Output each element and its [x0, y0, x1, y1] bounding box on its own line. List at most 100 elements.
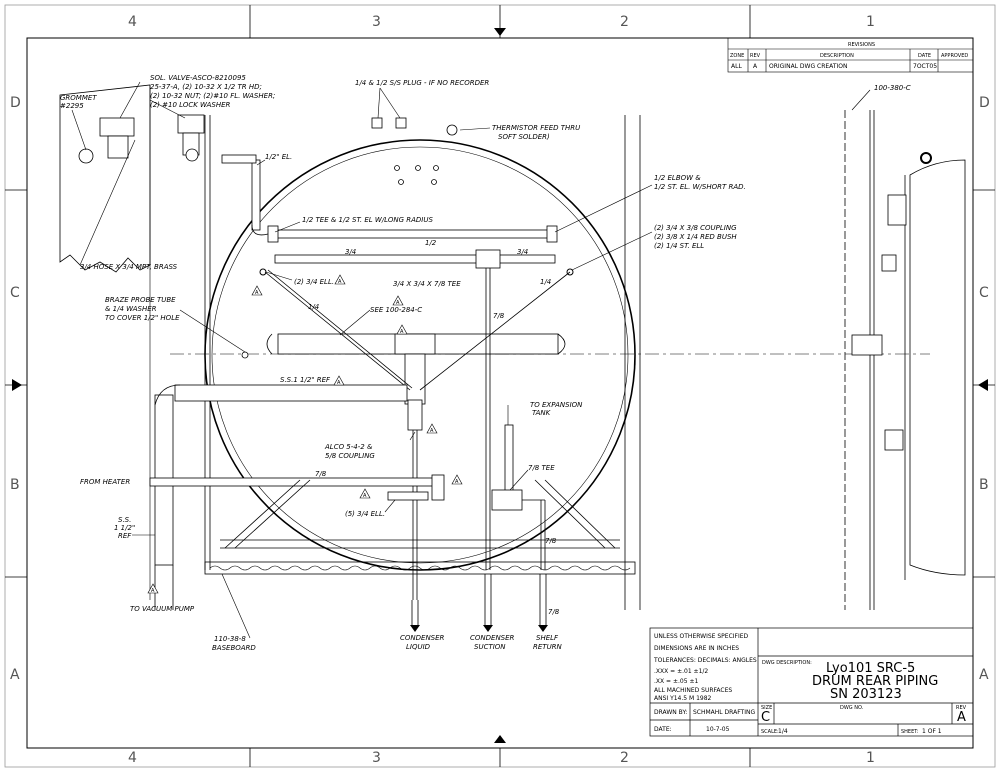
- revision-flags: [147, 274, 463, 594]
- baseboard-label: 110-38-8 BASEBOARD: [212, 635, 256, 652]
- condenser-suction-label: CONDENSER SUCTION: [470, 634, 517, 651]
- tb-date-label: DATE:: [654, 726, 672, 733]
- center-arrow-bottom: [494, 735, 506, 743]
- tb-size: C: [761, 710, 770, 725]
- tee-half-label: 1/2 TEE & 1/2 ST. EL W/LONG RADIUS: [302, 216, 433, 224]
- zone-top-4: 4: [128, 14, 137, 30]
- pipe-14-right-label: 1/4: [540, 278, 551, 286]
- rev-row-rev: A: [753, 63, 758, 70]
- zone-top-1: 1: [866, 14, 875, 30]
- rev-flag-1: A: [255, 290, 259, 296]
- outer-border: [4, 4, 996, 768]
- tb-unless: UNLESS OTHERWISE SPECIFIED: [654, 633, 749, 640]
- zone-left-b: B: [10, 477, 20, 493]
- tb-sheet-label: SHEET:: [901, 729, 919, 735]
- zone-top-3: 3: [372, 14, 381, 30]
- zone-right-a: A: [979, 667, 989, 683]
- tb-ansi: ANSI Y14.5 M 1982: [654, 695, 712, 702]
- condenser-liquid-label: CONDENSER LIQUID: [400, 634, 447, 651]
- plug-label: 1/4 & 1/2 S/S PLUG - IF NO RECORDER: [355, 79, 489, 87]
- tb-drawn-by-label: DRAWN BY:: [654, 709, 687, 716]
- side-ref-label: 100-380-C: [874, 84, 911, 92]
- rev-flag-9: A: [337, 380, 341, 386]
- tb-title-line-2: DRUM REAR PIPING: [812, 674, 938, 689]
- sol-valve-label: SOL. VALVE-ASCO-8210095 25-37-A, (2) 10-…: [150, 74, 278, 109]
- rev-row-zone: ALL: [731, 63, 742, 70]
- pipe-78-a-label: 7/8: [545, 537, 557, 545]
- rev-row-description: ORIGINAL DWG CREATION: [769, 63, 847, 70]
- half-el-label: 1/2" EL.: [265, 153, 292, 161]
- support-frame: [220, 479, 620, 549]
- rev-flag-2: A: [396, 300, 400, 306]
- zone-right-c: C: [979, 285, 989, 301]
- tb-scale: 1/4: [778, 728, 788, 735]
- pipe-78-heater-label: 7/8: [315, 470, 327, 478]
- alco-label: ALCO 5-4-2 & 5/8 COUPLING: [324, 443, 375, 460]
- center-arrow-left: [12, 379, 22, 391]
- revisions-title: REVISIONS: [848, 42, 875, 48]
- zone-bottom-3: 3: [372, 750, 381, 766]
- pipe-78-b-label: 7/8: [548, 608, 560, 616]
- ell-5-label: (5) 3/4 ELL.: [345, 510, 385, 518]
- zone-right-b: B: [979, 477, 989, 493]
- grommet-label: GROMMET #2295: [60, 94, 99, 110]
- title-block: [649, 627, 974, 737]
- rev-header-approved: APPROVED: [941, 53, 968, 59]
- zone-top-2: 2: [620, 14, 629, 30]
- center-arrow-top: [494, 28, 506, 36]
- zone-bottom-4: 4: [128, 750, 137, 766]
- zone-left-a: A: [10, 667, 20, 683]
- tb-tolerances: TOLERANCES: DECIMALS: ANGLES: [653, 657, 757, 664]
- rev-header-date: DATE: [918, 53, 931, 59]
- center-arrow-right: [978, 379, 988, 391]
- rev-flag-3: A: [400, 329, 404, 335]
- ss-ref-label: S.S.1 1/2" REF: [280, 376, 331, 384]
- rev-flag-7: A: [151, 588, 155, 594]
- tb-date: 10-7-05: [706, 726, 730, 733]
- tb-surfaces: ALL MACHINED SURFACES: [654, 687, 732, 694]
- tb-scale-label: SCALE:: [761, 729, 779, 735]
- zone-left-c: C: [10, 285, 20, 301]
- tb-rev: A: [957, 710, 966, 725]
- drum-outer: [204, 139, 636, 571]
- braze-label: BRAZE PROBE TUBE & 1/4 WASHER TO COVER 1…: [105, 296, 180, 322]
- tb-sheet: 1 OF 1: [922, 728, 942, 735]
- wall-break: [59, 84, 151, 273]
- tb-drawn-by: SCHMAHL DRAFTING: [693, 709, 755, 716]
- tb-xx: .XX = ±.05 ±1: [654, 678, 698, 685]
- from-heater-label: FROM HEATER: [80, 478, 130, 486]
- tb-dwg-desc-label: DWG DESCRIPTION:: [762, 660, 812, 666]
- solenoid-valve-left: [78, 117, 135, 164]
- tee-78-label: 3/4 X 3/4 X 7/8 TEE: [393, 280, 461, 288]
- tee-78-right-label: 7/8 TEE: [528, 464, 555, 472]
- shelf-return-label: SHELF RETURN: [533, 634, 563, 651]
- pipe-78-vert-label: 7/8: [493, 312, 505, 320]
- zone-bottom-1: 1: [866, 750, 875, 766]
- rev-flag-6: A: [363, 493, 367, 499]
- rev-flag-5: A: [455, 479, 459, 485]
- side-view: [844, 110, 966, 610]
- rev-header-description: DESCRIPTION: [820, 53, 854, 59]
- plugs: [241, 117, 458, 359]
- revisions-table: [727, 37, 974, 73]
- rev-flag-8: A: [338, 279, 342, 285]
- zone-left-d: D: [10, 95, 21, 111]
- ss-ref-pipe: [154, 384, 408, 566]
- half-inch-header: [267, 225, 558, 269]
- ss-left-label: S.S. 1 1/2" REF: [114, 516, 137, 540]
- rev-row-date: 7OCT05: [913, 63, 937, 70]
- tb-size-label: SIZE: [761, 705, 772, 711]
- tb-xxx: .XXX = ±.01 ±1/2: [654, 668, 708, 675]
- main-manifold: [266, 333, 566, 431]
- rev-flag-4: A: [430, 428, 434, 434]
- see-label: SEE 100-284-C: [370, 306, 422, 314]
- thermistor-label: THERMISTOR FEED THRU SOFT SOLDER): [492, 124, 583, 141]
- pipe-half-label: 1/2: [425, 239, 437, 247]
- tb-dwg-no-label: DWG NO.: [840, 705, 864, 711]
- baseboard: [204, 561, 636, 575]
- tb-title-line-3: SN 203123: [830, 687, 902, 702]
- rev-header-rev: REV: [750, 53, 761, 59]
- pipe-34-left-label: 3/4: [345, 248, 356, 256]
- solenoid-valve-right: [177, 114, 205, 162]
